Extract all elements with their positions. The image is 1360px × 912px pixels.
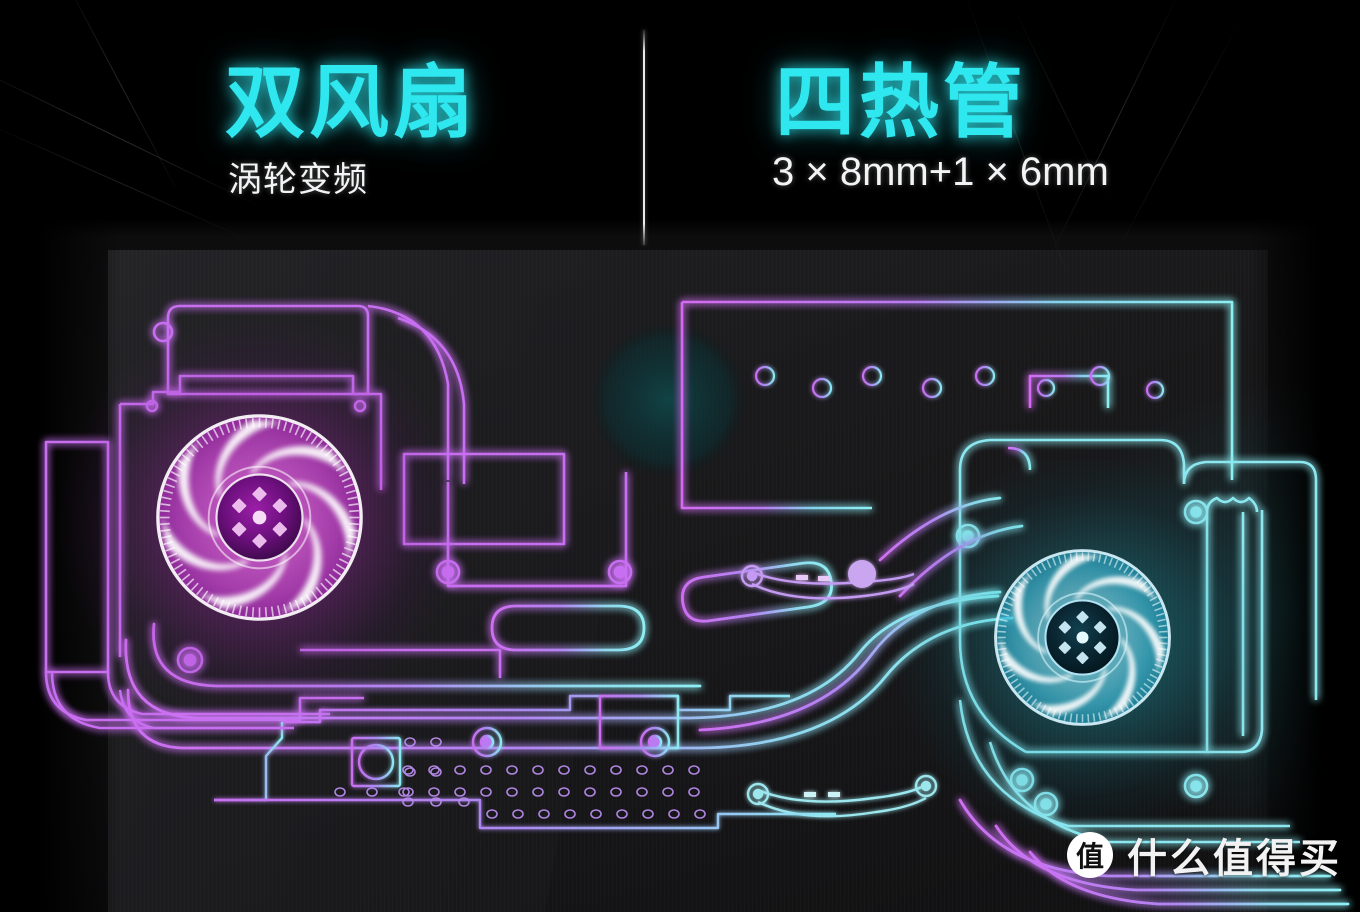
heatsink-fin-block (680, 300, 1234, 510)
heading-left-title: 双风扇 (225, 58, 477, 147)
watermark: 值 什么值得买 (1067, 826, 1342, 884)
heading-right-title: 四热管 (775, 58, 1027, 147)
circuit-board (214, 694, 836, 830)
connector-bracket-lower (746, 774, 938, 818)
background-right-vignette (1248, 0, 1360, 912)
heading-left-subtitle: 涡轮变频 (228, 161, 368, 199)
heading-divider (643, 30, 645, 245)
watermark-text: 什么值得买 (1127, 836, 1342, 881)
headings: 双风扇 涡轮变频 四热管 3 × 8mm+1 × 6mm (0, 0, 1360, 260)
connector-bracket-upper (740, 560, 915, 600)
pcb-via-grid (334, 737, 706, 819)
right-fan-housing (955, 438, 1318, 844)
heading-right-subtitle: 3 × 8mm+1 × 6mm (772, 150, 1109, 194)
watermark-logo-icon: 值 (1067, 832, 1113, 878)
turbo-fan-left (156, 414, 363, 621)
turbo-fan-right (994, 549, 1171, 726)
fin-vent-holes (754, 365, 1165, 400)
teal-backdrop-disc (590, 322, 746, 478)
